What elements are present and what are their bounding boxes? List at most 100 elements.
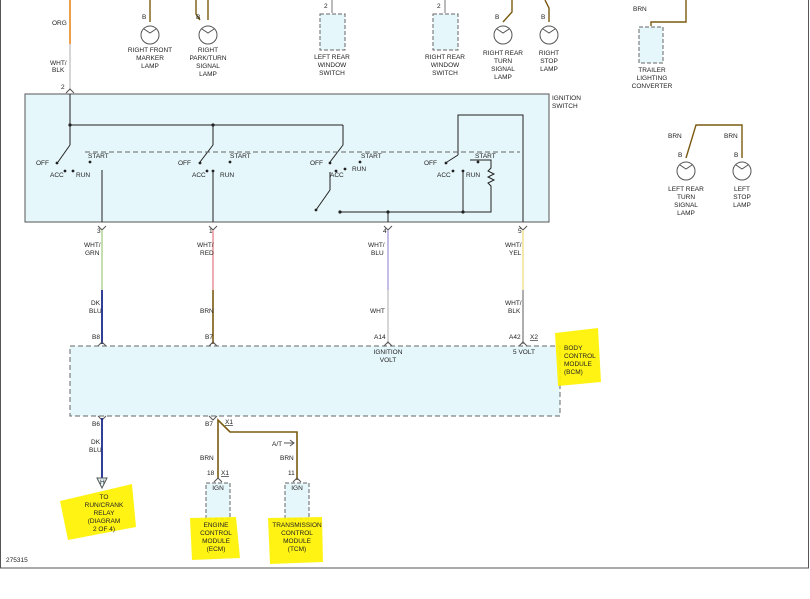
rrws-label-1: RIGHT REAR [425,54,465,61]
bcm-pin: A42 [509,334,521,341]
ecm-label-2: CONTROL [200,530,232,537]
wire-label: BRN [200,455,214,462]
switch-run-label: RUN [466,172,480,179]
lst-label-1: LEFT [734,186,750,193]
switch-off-label: OFF [36,160,49,167]
lrws-label-3: SWITCH [319,70,345,77]
wire-label-whtblk-2: BLK [52,67,65,74]
ecm-label-1: ENGINE [204,522,230,529]
wire-brn [544,0,550,22]
relay-pin: H [100,479,105,486]
bcm-title-1: BODY [564,345,583,352]
lamp-rpt-label-4: LAMP [199,71,217,78]
figure-id: 275315 [6,557,28,564]
connector-mark [65,88,75,94]
wire-brn [685,124,743,159]
tcm-box [284,482,310,520]
bcm-connector: X1 [225,419,233,426]
bcm-title-3: MODULE [564,361,592,368]
wire-label: RED [200,250,214,257]
wire-label: WHT/ [84,242,101,249]
ecm-label-3: MODULE [202,538,230,545]
rst-label-2: STOP [540,58,558,65]
switch-start-label: START [88,153,109,160]
lst-label-3: LAMP [733,202,751,209]
bcm-title-4: (BCM) [564,369,583,376]
lamp-connector [143,28,157,34]
lrws-label-2: WINDOW [318,62,347,69]
switch-acc-label: ACC [437,172,451,179]
switch-acc-label: ACC [330,172,344,179]
lrt-label-4: LAMP [677,210,695,217]
tlc-label-2: LIGHTING [637,75,668,82]
switch-run-label: RUN [352,166,366,173]
at-arrow-icon [284,439,295,447]
lamp-icon [676,161,696,181]
relay-label-2: RUN/CRANK [85,502,124,509]
bcm-pin: B7 [205,421,213,428]
tcm-highlight [268,517,323,564]
lrt-label-3: SIGNAL [674,202,698,209]
lrt-label-1: LEFT REAR [668,186,704,193]
rrt-label-2: TURN [494,58,512,65]
ignition-pin: 4 [383,228,387,235]
bcm-ign-volt-2: VOLT [380,357,397,364]
tcm-label-1: TRANSMISSION [272,522,322,529]
tcm-pin: 11 [288,470,295,477]
wire-brn [195,0,209,21]
lamp-rpt-label-1: RIGHT [198,47,218,54]
bcm-pin: B7 [205,334,213,341]
wire-brn [217,418,298,480]
lamp-icon [198,25,218,45]
ecm-connector: X1 [221,470,229,477]
switch-run-label: RUN [76,172,90,179]
switch-off-label: OFF [178,160,191,167]
wire-brn [650,0,687,26]
ignition-title-1: IGNITION [552,95,581,102]
relay-label-3: RELAY [94,510,115,517]
switch-start-label: START [475,153,496,160]
tlc-wire-label: BRN [633,6,647,13]
switch-start-label: START [230,153,251,160]
relay-label-5: 2 OF 4) [93,526,115,533]
tlc-label-1: TRAILER [638,67,666,74]
at-label: A/T [272,441,282,448]
lamp-rfm-label-3: LAMP [141,63,159,70]
wire-label: BLU [89,447,102,454]
wire-label-org: ORG [52,20,67,27]
wire-label: BRN [280,455,294,462]
lrws-box [319,13,346,51]
wire-label: WHT [370,308,385,315]
lrt-label-2: TURN [677,194,695,201]
ecm-pin: 18 [207,470,215,477]
tcm-label-3: MODULE [283,538,311,545]
lamp-connector [542,28,556,34]
tcm-ign: IGN [291,485,303,492]
lamp-connector [735,164,749,170]
rrws-label-3: SWITCH [432,70,458,77]
wire-label: WHT/ [505,300,522,307]
lamp-rfm-label-2: MARKER [136,55,164,62]
ecm-ign: IGN [212,485,224,492]
bcm-pin: B8 [92,334,100,341]
switch-start-label: START [361,153,382,160]
tlc-label-3: CONVERTER [632,83,673,90]
rrt-label-3: SIGNAL [491,66,515,73]
bcm-highlight [555,328,601,386]
relay-label-1: TO [100,494,109,501]
ecm-box [205,482,231,520]
lamp-pin: B [495,14,499,21]
tlc-box [638,26,664,64]
wire-label: BLU [371,250,384,257]
relay-arrow-icon [96,477,108,490]
tcm-label-4: (TCM) [288,546,306,553]
bcm-box [69,345,561,417]
wire-label: WHT/ [197,242,214,249]
lst-wire-label: BRN [724,133,738,140]
switch-off-label: OFF [310,160,323,167]
ignition-internal-wiring [57,94,524,222]
switch-acc-label: ACC [192,172,206,179]
ignition-pin: 1 [209,228,213,235]
lrt-wire-label: BRN [668,133,682,140]
